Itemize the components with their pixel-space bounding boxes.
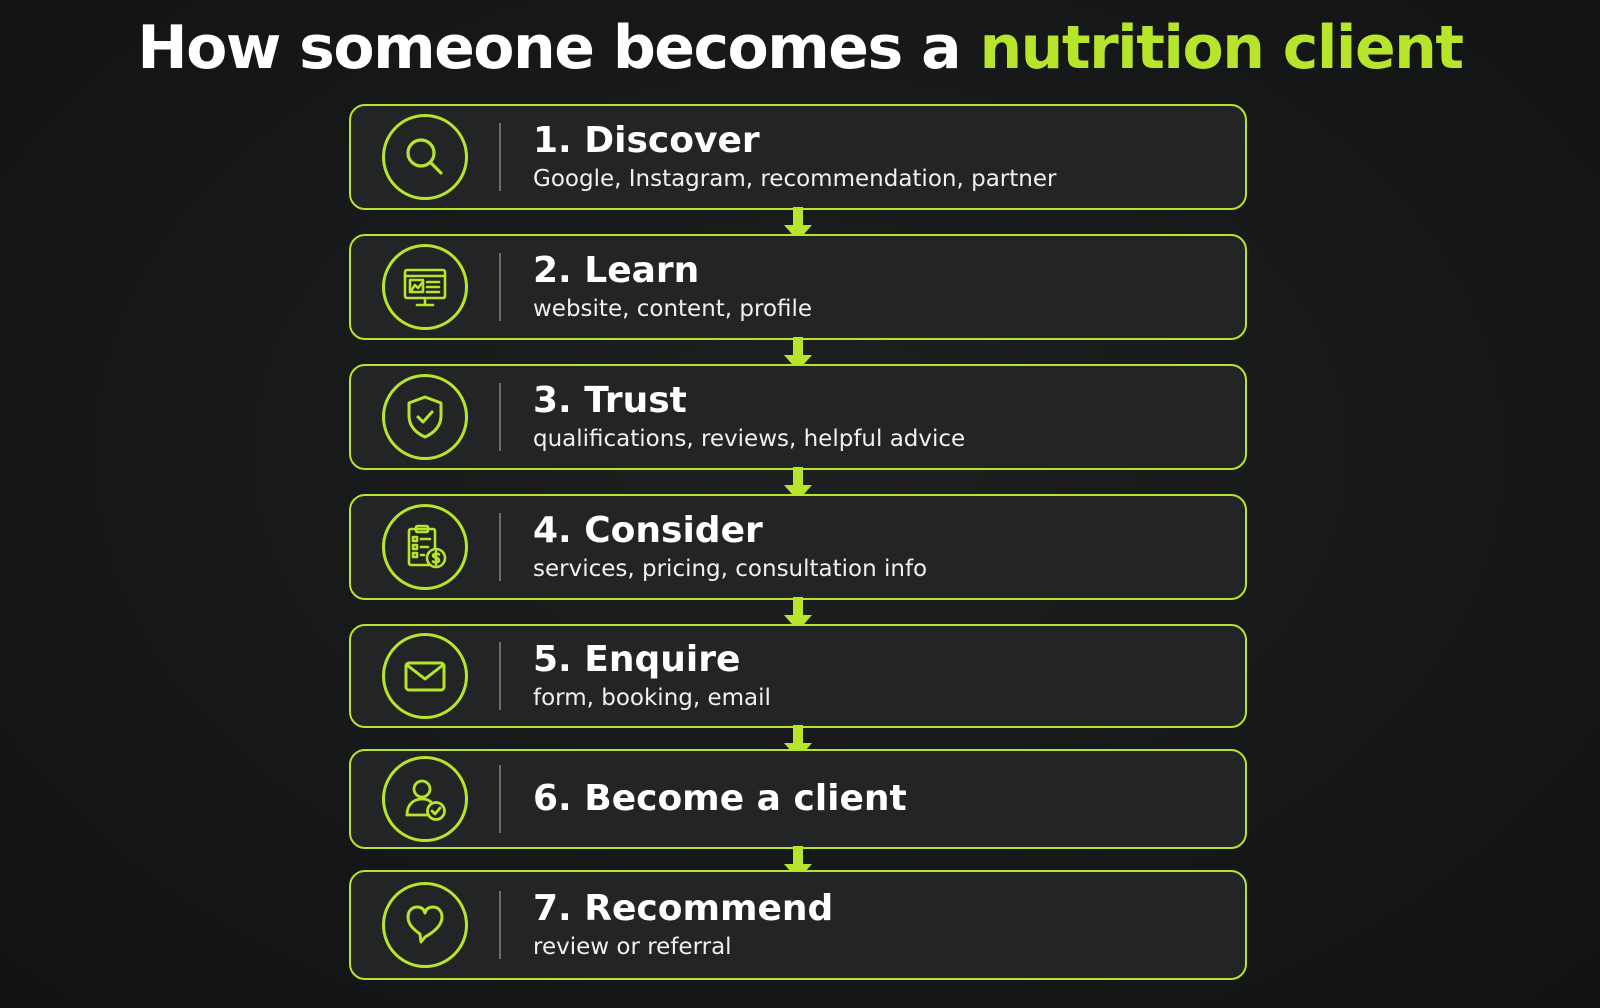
user-check-icon <box>382 756 468 842</box>
step-title: 5. Enquire <box>533 639 741 680</box>
down-arrow-icon <box>780 335 816 375</box>
search-icon <box>382 114 468 200</box>
step-divider <box>499 123 501 191</box>
shield-check-icon <box>382 374 468 460</box>
step-divider <box>499 383 501 451</box>
down-arrow-icon <box>780 465 816 505</box>
step-title: 4. Consider <box>533 510 763 551</box>
step-divider <box>499 891 501 959</box>
down-arrow-icon <box>780 205 816 245</box>
page-title: How someone becomes a nutrition client <box>0 6 1600 90</box>
title-prefix: How someone becomes a <box>137 13 980 83</box>
step-text: 1. Discover Google, Instagram, recommend… <box>533 120 1225 194</box>
step-text: 6. Become a client <box>533 778 1225 820</box>
step-divider <box>499 253 501 321</box>
step-title: 7. Recommend <box>533 888 834 929</box>
step-description: services, pricing, consultation info <box>533 556 928 582</box>
monitor-icon <box>382 244 468 330</box>
step-text: 3. Trust qualifications, reviews, helpfu… <box>533 380 1225 454</box>
step-become-client: 6. Become a client <box>349 749 1247 849</box>
heart-chat-icon <box>382 882 468 968</box>
step-description: form, booking, email <box>533 685 771 711</box>
step-title: 6. Become a client <box>533 778 907 819</box>
step-text: 5. Enquire form, booking, email <box>533 639 1225 713</box>
step-title: 1. Discover <box>533 120 760 161</box>
step-text: 7. Recommend review or referral <box>533 888 1225 962</box>
clipboard-dollar-icon <box>382 504 468 590</box>
step-description: Google, Instagram, recommendation, partn… <box>533 166 1057 192</box>
step-learn: 2. Learn website, content, profile <box>349 234 1247 340</box>
step-divider <box>499 513 501 581</box>
step-text: 4. Consider services, pricing, consultat… <box>533 510 1225 584</box>
step-recommend: 7. Recommend review or referral <box>349 870 1247 980</box>
step-trust: 3. Trust qualifications, reviews, helpfu… <box>349 364 1247 470</box>
step-description: qualifications, reviews, helpful advice <box>533 426 966 452</box>
step-title: 2. Learn <box>533 250 700 291</box>
step-description: website, content, profile <box>533 296 813 322</box>
step-enquire: 5. Enquire form, booking, email <box>349 624 1247 728</box>
envelope-icon <box>382 633 468 719</box>
title-highlight: nutrition client <box>979 13 1464 83</box>
step-consider: 4. Consider services, pricing, consultat… <box>349 494 1247 600</box>
step-title: 3. Trust <box>533 380 687 421</box>
down-arrow-icon <box>780 595 816 635</box>
step-description: review or referral <box>533 934 732 960</box>
step-text: 2. Learn website, content, profile <box>533 250 1225 324</box>
step-discover: 1. Discover Google, Instagram, recommend… <box>349 104 1247 210</box>
step-divider <box>499 642 501 710</box>
step-divider <box>499 765 501 833</box>
